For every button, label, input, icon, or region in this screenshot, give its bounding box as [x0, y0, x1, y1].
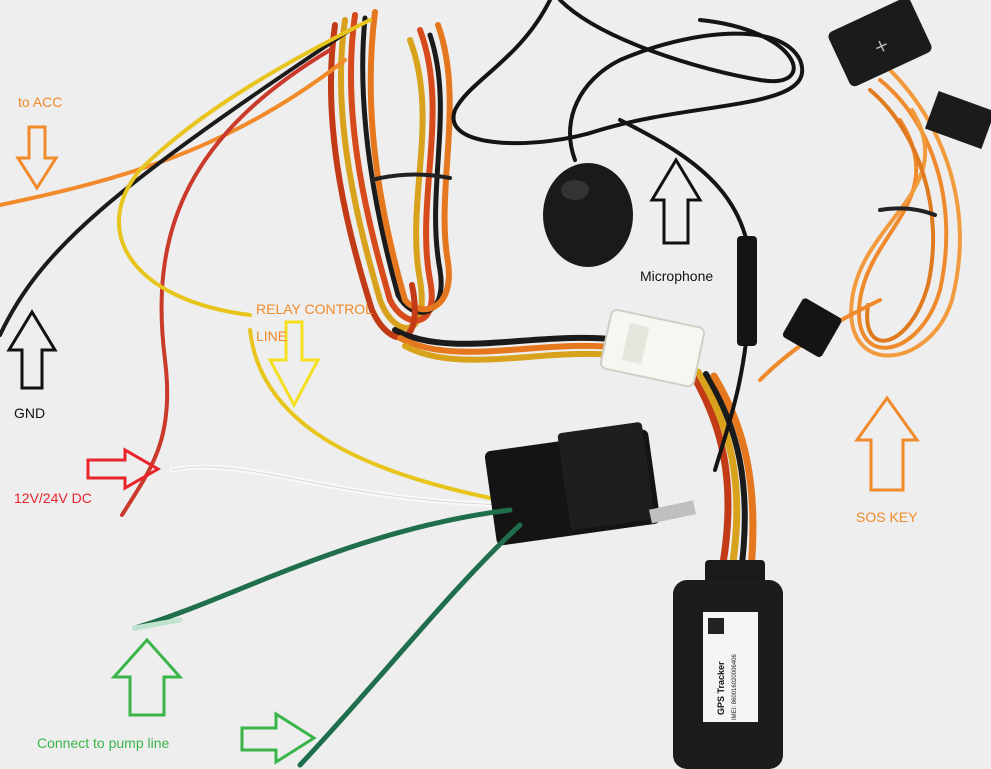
gnd-label: GND	[14, 405, 46, 421]
arrow-down-icon	[267, 320, 321, 409]
sos-key-label: SOS KEY	[856, 509, 918, 525]
white-connector	[599, 309, 706, 388]
pump-wires	[132, 507, 523, 768]
relay-block	[484, 422, 696, 546]
wire-harness-coil	[328, 9, 453, 341]
arrow-right-icon	[86, 447, 162, 491]
power-label: 12V/24V DC	[14, 490, 92, 506]
relay-label-line1: RELAY CONTROL	[256, 301, 373, 317]
main-harness	[392, 327, 757, 584]
sos-key-assembly: +	[758, 0, 991, 382]
arrow-up-icon	[6, 309, 58, 390]
arrow-down-icon	[15, 125, 59, 191]
gps-tracker-device	[673, 560, 783, 769]
microphone-assembly	[451, 0, 805, 472]
microphone-label: Microphone	[640, 268, 714, 284]
acc-label: to ACC	[18, 94, 63, 110]
arrow-up-icon	[649, 157, 703, 245]
relay-label-line2: LINE	[256, 328, 288, 344]
arrow-up-icon	[110, 637, 184, 717]
arrow-up-icon	[854, 395, 920, 492]
arrow-right-icon	[240, 711, 317, 765]
pump-line-label: Connect to pump line	[37, 735, 170, 751]
